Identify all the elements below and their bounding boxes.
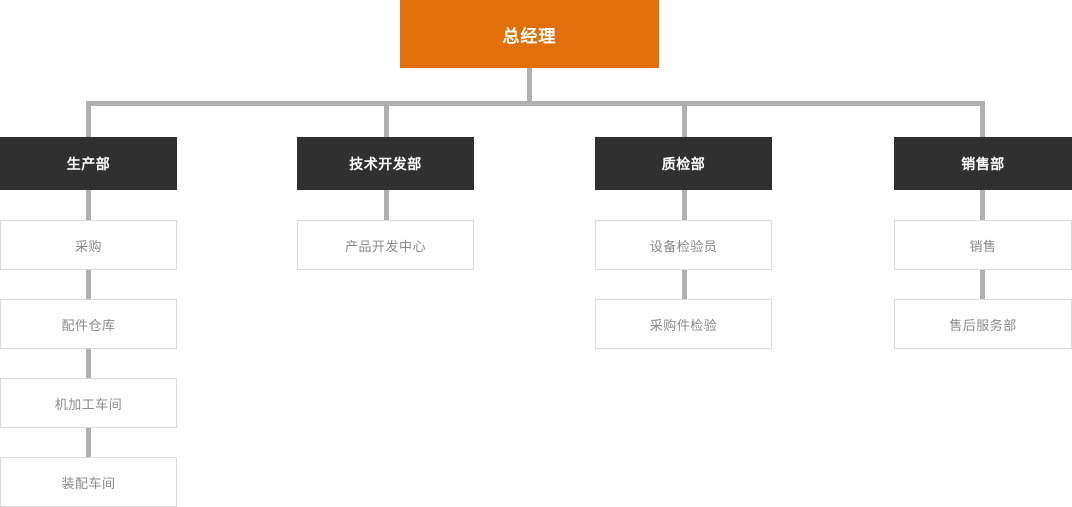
- connector-dept3-unit1-to-unit2: [682, 269, 687, 300]
- node-unit-purchased-parts-inspection[interactable]: 采购件检验: [595, 299, 772, 349]
- connector-dept1-unit3-to-unit4: [86, 427, 91, 458]
- node-unit-machining-workshop[interactable]: 机加工车间: [0, 378, 177, 428]
- connector-dept1-unit2-to-unit3: [86, 348, 91, 379]
- connector-bus-to-dept-4: [980, 101, 985, 137]
- node-department-production[interactable]: 生产部: [0, 137, 177, 190]
- connector-bus-to-dept-1: [86, 101, 91, 137]
- connector-dept1-to-unit1: [86, 190, 91, 221]
- node-general-manager[interactable]: 总经理: [400, 0, 659, 68]
- connector-dept4-to-unit1: [980, 190, 985, 221]
- node-unit-sales[interactable]: 销售: [894, 220, 1072, 270]
- connector-dept1-unit1-to-unit2: [86, 269, 91, 300]
- connector-dept3-to-unit1: [682, 190, 687, 221]
- node-unit-parts-warehouse[interactable]: 配件仓库: [0, 299, 177, 349]
- node-department-tech-development[interactable]: 技术开发部: [297, 137, 474, 190]
- node-department-quality-inspection[interactable]: 质检部: [595, 137, 772, 190]
- connector-horizontal-bus: [86, 101, 985, 106]
- node-unit-procurement[interactable]: 采购: [0, 220, 177, 270]
- node-unit-assembly-workshop[interactable]: 装配车间: [0, 457, 177, 507]
- node-unit-equipment-inspector[interactable]: 设备检验员: [595, 220, 772, 270]
- connector-dept2-to-unit1: [384, 190, 389, 221]
- node-department-sales[interactable]: 销售部: [894, 137, 1072, 190]
- node-unit-product-development-center[interactable]: 产品开发中心: [297, 220, 474, 270]
- connector-root-stem: [527, 68, 532, 102]
- node-unit-after-sales-service[interactable]: 售后服务部: [894, 299, 1072, 349]
- connector-dept4-unit1-to-unit2: [980, 269, 985, 300]
- connector-bus-to-dept-2: [384, 101, 389, 137]
- connector-bus-to-dept-3: [682, 101, 687, 137]
